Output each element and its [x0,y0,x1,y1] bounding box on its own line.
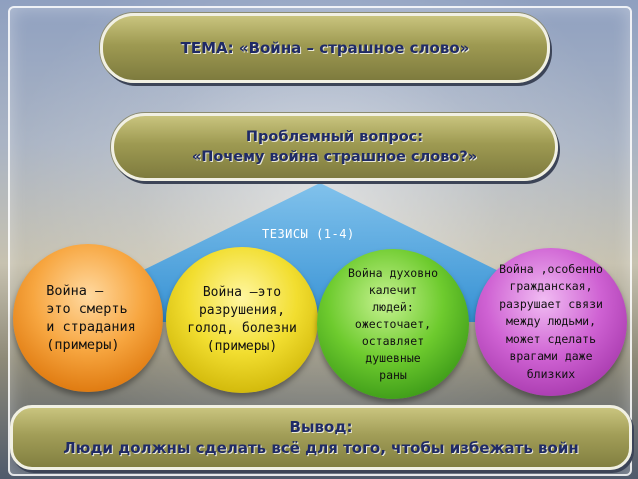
thesis-circle-1: Война – это смерть и страдания (примеры) [13,244,163,392]
conclusion-banner: Вывод: Люди должны сделать всё для того,… [10,405,632,470]
question-text: «Почему война страшное слово?» [191,149,478,165]
thesis-circle-3: Война духовно калечит людей: ожесточает,… [317,249,469,399]
thesis-text-4: Война ,особенно гражданская, разрушает с… [499,261,603,381]
problem-question-banner: Проблемный вопрос: «Почему война страшно… [111,113,558,181]
topic-banner: ТЕМА: «Война – страшное слово» [100,13,550,83]
question-heading: Проблемный вопрос: [245,129,424,145]
thesis-circle-4: Война ,особенно гражданская, разрушает с… [475,248,627,396]
topic-title: ТЕМА: «Война – страшное слово» [180,38,470,57]
conclusion-text: Люди должны сделать всё для того, чтобы … [63,438,579,457]
conclusion-title: Вывод: [289,417,353,436]
thesis-circle-2: Война –это разрушения, голод, болезни (п… [166,247,318,393]
thesis-text-2: Война –это разрушения, голод, болезни (п… [187,285,297,354]
theses-label: ТЕЗИСЫ (1-4) [262,227,355,241]
thesis-text-3: Война духовно калечит людей: ожесточает,… [347,265,438,382]
thesis-text-1: Война – это смерть и страдания (примеры) [46,283,136,353]
frame-border [8,6,632,476]
